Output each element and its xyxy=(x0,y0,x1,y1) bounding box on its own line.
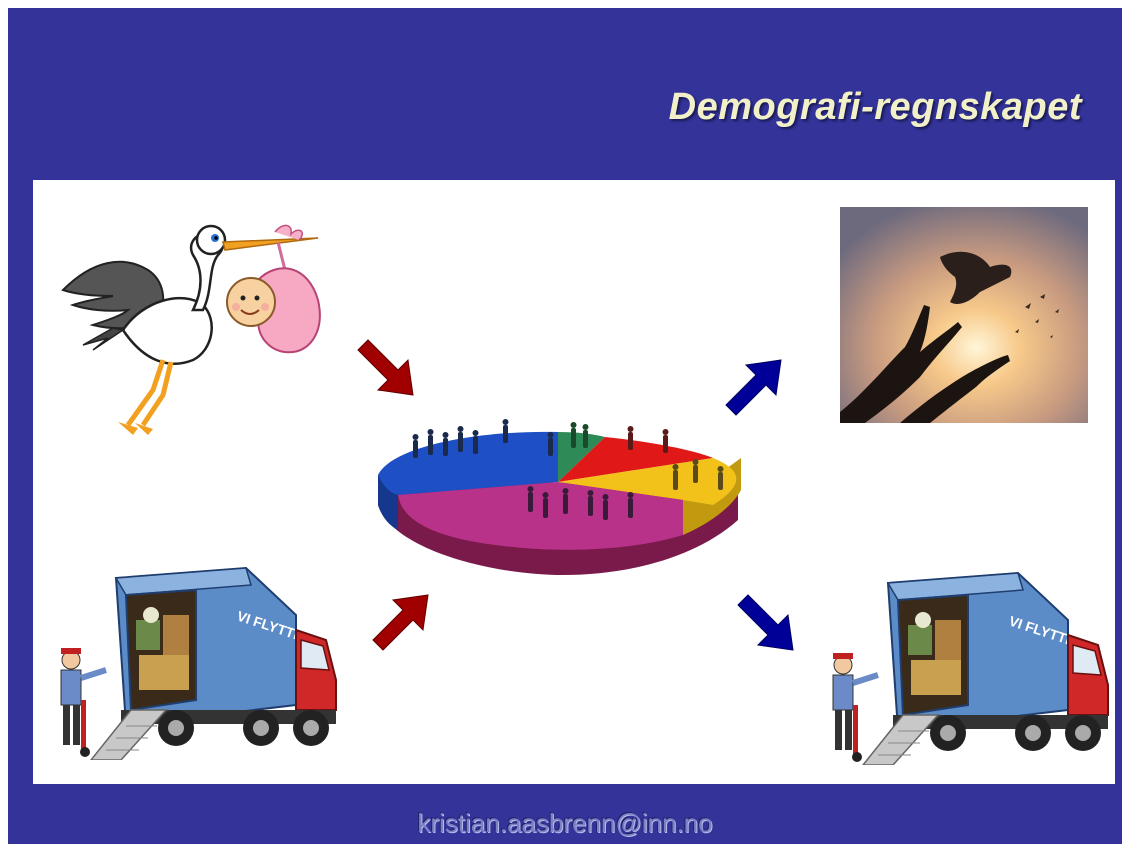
pie-population-icon xyxy=(378,419,741,575)
moving-truck-icon: VI FLYTTER! xyxy=(60,566,337,760)
arrow-in-bottom-icon xyxy=(372,594,429,651)
dove-hands-photo xyxy=(840,207,1088,423)
moving-truck-icon: VI FLYTTER! xyxy=(832,571,1109,765)
stork-baby-icon xyxy=(61,224,321,435)
footer-email: kristian.aasbrenn@inn.no xyxy=(417,808,713,838)
slide: Demografi-regnskapet xyxy=(8,8,1122,844)
slide-title: Demografi-regnskapet xyxy=(668,86,1082,128)
arrow-out-top-icon xyxy=(725,359,782,416)
content-panel: VI FLYTTER! xyxy=(33,180,1115,784)
arrow-in-top-icon xyxy=(357,339,414,396)
arrow-out-bottom-icon xyxy=(737,594,794,651)
